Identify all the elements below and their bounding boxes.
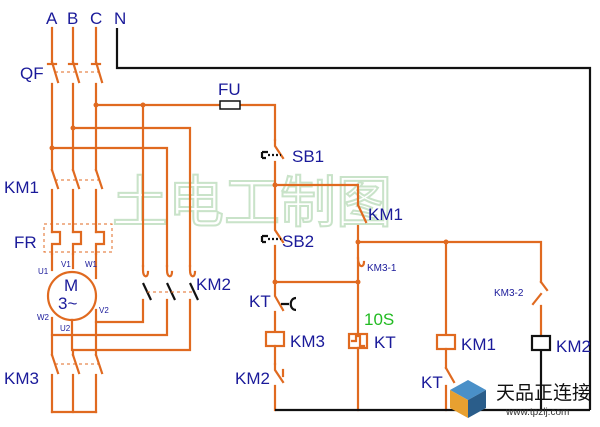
timer-setting: 10S — [364, 310, 394, 329]
km1-aux-label: KM1 — [368, 205, 403, 224]
km1-km2-feed — [356, 240, 543, 284]
phase-c-label: C — [90, 9, 102, 28]
kt-nc-contact — [273, 280, 285, 334]
terminal-v2: V2 — [99, 306, 109, 315]
kt-nc-delta — [444, 366, 456, 412]
sb2-label: SB2 — [282, 232, 314, 251]
kt-coil-mark — [350, 334, 366, 348]
km3-2-label: KM3-2 — [494, 288, 524, 299]
fu-label: FU — [218, 80, 241, 99]
km3-main-label: KM3 — [4, 369, 39, 388]
brand-name: 天品正连接 — [496, 382, 591, 404]
km2-coil — [530, 334, 552, 352]
km1-main-contacts — [50, 168, 104, 190]
km2-main-contacts — [141, 264, 199, 301]
v2-to-km2 — [94, 298, 145, 324]
sb1-label: SB1 — [292, 147, 324, 166]
kt-coil-label: KT — [374, 333, 396, 352]
terminal-u1: U1 — [38, 267, 49, 276]
fr-label: FR — [14, 233, 37, 252]
terminal-w1: W1 — [85, 260, 98, 269]
neutral-wire — [115, 28, 592, 410]
fr-box — [43, 223, 113, 253]
kt-nc-label: KT — [421, 373, 443, 392]
fr-thermal-elements — [50, 230, 106, 256]
km3-1-label: KM3-1 — [367, 263, 397, 274]
brand-logo — [450, 380, 486, 418]
km1-main-label: KM1 — [4, 178, 39, 197]
phase-b-label: B — [67, 9, 78, 28]
km3-main-contacts — [50, 353, 104, 375]
km2-coil-label: KM2 — [556, 337, 591, 356]
fuse — [219, 100, 241, 110]
km3-coil-label: KM3 — [290, 332, 325, 351]
bus-1 — [50, 146, 169, 268]
sb1-button — [260, 138, 285, 187]
watermark: 土电工制图 — [112, 171, 392, 236]
km3-2-contact — [531, 280, 549, 338]
terminal-u2: U2 — [60, 324, 71, 333]
km2-nc-label: KM2 — [235, 369, 270, 388]
km3-coil — [264, 330, 286, 348]
motor-letter: M — [64, 276, 78, 295]
qf-label: QF — [20, 64, 44, 83]
u2-to-km2 — [70, 298, 192, 352]
bus-2 — [71, 126, 192, 268]
terminal-v1: V1 — [61, 260, 71, 269]
sb2-button — [260, 183, 285, 284]
km2-main-label: KM2 — [196, 275, 231, 294]
km1-branch-top — [273, 183, 360, 207]
km1-coil-label: KM1 — [461, 335, 496, 354]
control-feed — [94, 103, 277, 142]
motor-phase: 3~ — [58, 294, 77, 313]
km3-1-contact — [356, 256, 366, 284]
qf-breaker — [46, 60, 104, 84]
km1-coil — [435, 333, 457, 351]
kt-contact-label: KT — [249, 292, 271, 311]
neutral-label: N — [114, 9, 126, 28]
kt-delay-mark — [281, 296, 297, 312]
brand-url: www.tpzlj.com — [505, 407, 569, 418]
terminal-w2: W2 — [37, 313, 50, 322]
phase-a-label: A — [46, 9, 58, 28]
w2-to-km2 — [50, 298, 169, 337]
km2-nc-contact — [273, 362, 285, 412]
